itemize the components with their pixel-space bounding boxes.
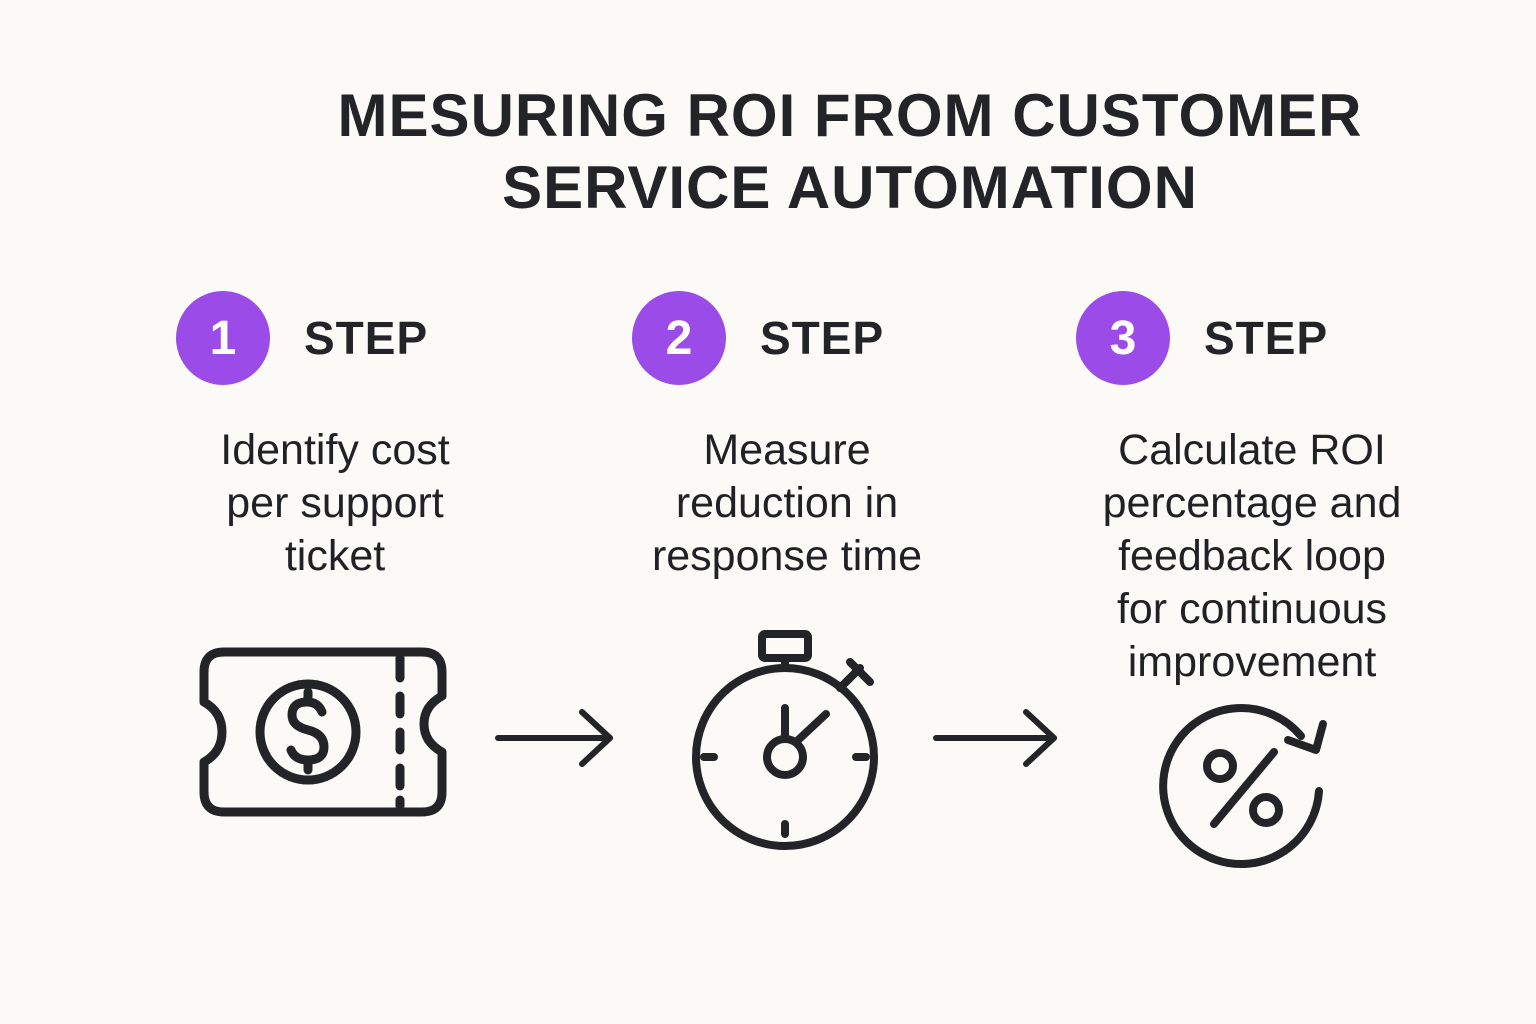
step-2-description-line: reduction in [675, 479, 899, 527]
ticket-dollar-icon [199, 647, 447, 817]
stopwatch-icon [692, 630, 878, 850]
step-3-number-badge: 3 [1076, 291, 1170, 385]
step-3-description: Calculate ROI percentage and feedback lo… [1062, 424, 1442, 689]
step-1-description-line: per support [226, 479, 444, 527]
step-1-header: 1 STEP [176, 291, 428, 385]
step-3-description-line: feedback loop [1118, 532, 1386, 580]
step-3-label: STEP [1204, 312, 1329, 364]
page-title-line-1: MESURING ROI FROM CUSTOMER [337, 82, 1363, 149]
step-3-description-line: for continuous [1116, 585, 1388, 633]
step-2-header: 2 STEP [632, 291, 884, 385]
step-1-description-line: Identify cost [220, 426, 450, 474]
step-2-label: STEP [760, 312, 885, 364]
step-3-description-line: improvement [1127, 638, 1377, 686]
step-3-description-line: percentage and [1102, 479, 1402, 527]
page-title-line-2: SERVICE AUTOMATION [502, 154, 1198, 221]
step-1-description: Identify cost per support ticket [175, 424, 495, 583]
step-2-description-line: Measure [703, 426, 871, 474]
step-2-description-line: response time [651, 532, 923, 580]
step-3-header: 3 STEP [1076, 291, 1328, 385]
percent-cycle-icon [1159, 704, 1327, 869]
arrow-right-icon [495, 709, 613, 767]
step-2-description: Measure reduction in response time [602, 424, 972, 583]
step-2-number-badge: 2 [632, 291, 726, 385]
step-3-description-line: Calculate ROI [1118, 426, 1386, 474]
arrow-right-icon [933, 709, 1057, 767]
step-1-label: STEP [304, 312, 429, 364]
step-1-description-line: ticket [284, 532, 386, 580]
step-1-number-badge: 1 [176, 291, 270, 385]
